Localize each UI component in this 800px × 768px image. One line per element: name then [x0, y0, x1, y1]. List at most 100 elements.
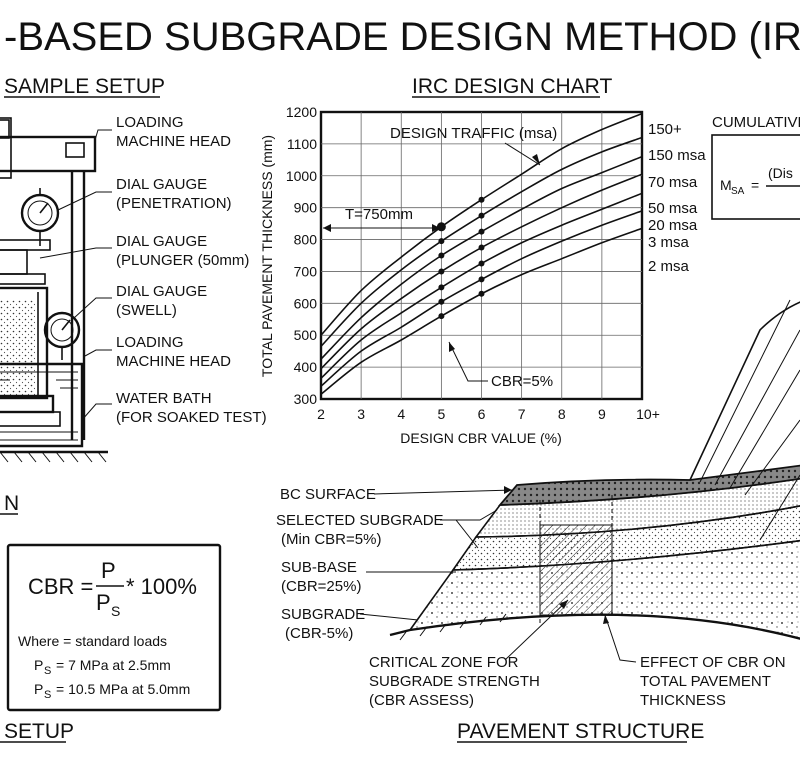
data-point — [438, 313, 445, 320]
data-point — [438, 268, 445, 275]
formula-denominator-sub: S — [111, 603, 120, 619]
label-effect-cbr: TOTAL PAVEMENT — [640, 673, 771, 690]
chart-xlabel: DESIGN CBR VALUE (%) — [400, 430, 562, 446]
y-tick-label: 1200 — [286, 104, 317, 120]
heading-left-fragment: N — [4, 492, 19, 515]
pavement-cross-section — [359, 299, 800, 663]
label-water-bath: (FOR SOAKED TEST) — [116, 409, 267, 426]
pavement-labels: BC SURFACE SELECTED SUBGRADE (Min CBR=5%… — [276, 486, 786, 709]
label-subgrade-cbr: (CBR-5%) — [285, 625, 353, 642]
y-tick-label: 600 — [294, 295, 318, 311]
cumulative-title: CUMULATIVE — [712, 114, 800, 131]
heading-irc-chart: IRC DESIGN CHART — [412, 75, 612, 98]
label-loading-head: LOADING — [116, 114, 184, 131]
cumulative-traffic-box: CUMULATIVE M SA = (Dis — [711, 114, 800, 220]
chart-ylabel: TOTAL PAVEMENT THICKNESS (mm) — [259, 135, 275, 377]
data-point — [478, 212, 485, 219]
label-loading-head-2: LOADING — [116, 334, 184, 351]
x-tick-label: 7 — [518, 406, 526, 422]
legend-entry: 70 msa — [648, 174, 698, 191]
legend-entry: 2 msa — [648, 258, 690, 275]
label-critical-zone: CRITICAL ZONE FOR — [369, 654, 519, 671]
label-sub-base-cbr: (CBR=25%) — [281, 578, 361, 595]
diagram-title: -BASED SUBGRADE DESIGN METHOD (IRC STAND… — [4, 15, 800, 59]
label-critical-zone: SUBGRADE STRENGTH — [369, 673, 540, 690]
label-dial-plunger: DIAL GAUGE — [116, 233, 207, 250]
legend-entry: 150 msa — [648, 147, 706, 164]
label-dial-swell: DIAL GAUGE — [116, 283, 207, 300]
y-tick-label: 900 — [294, 200, 318, 216]
label-sub-base: SUB-BASE — [281, 559, 357, 576]
heading-pavement-structure: PAVEMENT STRUCTURE — [457, 720, 704, 743]
x-tick-label: 3 — [357, 406, 365, 422]
label-dial-penetration: (PENETRATION) — [116, 195, 232, 212]
data-point — [438, 252, 445, 259]
label-water-bath: WATER BATH — [116, 390, 212, 407]
x-tick-label: 5 — [437, 406, 445, 422]
label-effect-cbr: EFFECT OF CBR ON — [640, 654, 786, 671]
label-critical-zone: (CBR ASSESS) — [369, 692, 474, 709]
formula-ps2: = 10.5 MPa at 5.0mm — [56, 681, 190, 697]
formula-ps1-prefix: P — [34, 657, 43, 673]
y-tick-label: 1000 — [286, 168, 317, 184]
formula-ps1: = 7 MPa at 2.5mm — [56, 657, 171, 673]
y-tick-label: 500 — [294, 327, 318, 343]
data-point — [478, 276, 485, 283]
loading-machine-head — [0, 135, 97, 173]
data-point — [438, 238, 445, 245]
label-dial-plunger: (PLUNGER (50mm) — [116, 252, 249, 269]
formula-multiplier: * 100% — [126, 574, 197, 599]
bc-surface-layer — [498, 464, 800, 506]
formula-where: Where = standard loads — [18, 633, 167, 649]
formula-lhs: CBR = — [28, 574, 93, 599]
legend-entry: 20 msa — [648, 217, 698, 234]
label-selected-subgrade-cbr: (Min CBR=5%) — [281, 531, 381, 548]
msa-partial: (Dis — [768, 165, 793, 181]
label-selected-subgrade: SELECTED SUBGRADE — [276, 512, 444, 529]
x-tick-label: 8 — [558, 406, 566, 422]
y-tick-label: 700 — [294, 263, 318, 279]
data-point — [478, 244, 485, 251]
x-tick-label: 6 — [478, 406, 486, 422]
formula-denominator: P — [96, 590, 111, 615]
formula-numerator: P — [101, 558, 116, 583]
data-point — [478, 290, 485, 297]
msa-eq: = — [751, 177, 759, 193]
legend-entry: 150+ — [648, 121, 682, 138]
label-subgrade: SUBGRADE — [281, 606, 365, 623]
label-bc-surface: BC SURFACE — [280, 486, 376, 503]
cbr-formula-box: CBR = P P S * 100% Where = standard load… — [6, 543, 222, 712]
heading-setup: SETUP — [4, 720, 74, 743]
critical-zone — [539, 524, 613, 616]
formula-ps1-sub: S — [44, 665, 51, 677]
cbr-mould — [0, 286, 49, 400]
legend-entry: 3 msa — [648, 234, 690, 251]
annotation-cbr: CBR=5% — [491, 373, 553, 390]
cbr-apparatus — [0, 117, 112, 463]
data-point — [478, 196, 485, 203]
label-loading-head-2: MACHINE HEAD — [116, 353, 231, 370]
x-tick-label: 9 — [598, 406, 606, 422]
label-dial-penetration: DIAL GAUGE — [116, 176, 207, 193]
y-tick-label: 300 — [294, 391, 318, 407]
x-tick-label: 2 — [317, 406, 325, 422]
y-tick-label: 1100 — [287, 136, 317, 152]
data-point — [436, 222, 446, 232]
x-tick-label: 4 — [397, 406, 405, 422]
formula-ps2-sub: S — [44, 689, 51, 701]
label-loading-head: MACHINE HEAD — [116, 133, 231, 150]
legend-title: DESIGN TRAFFIC (msa) — [390, 125, 557, 142]
x-tick-label: 10+ — [636, 406, 660, 422]
label-dial-swell: (SWELL) — [116, 302, 177, 319]
formula-ps2-prefix: P — [34, 681, 43, 697]
data-point — [438, 298, 445, 305]
data-point — [438, 284, 445, 291]
data-point — [478, 260, 485, 267]
msa-lhs: M — [720, 177, 732, 193]
legend-entry: 50 msa — [648, 200, 698, 217]
y-tick-label: 800 — [294, 232, 318, 248]
apparatus-labels: LOADING MACHINE HEAD DIAL GAUGE (PENETRA… — [116, 114, 267, 426]
msa-lhs-sub: SA — [731, 186, 745, 197]
